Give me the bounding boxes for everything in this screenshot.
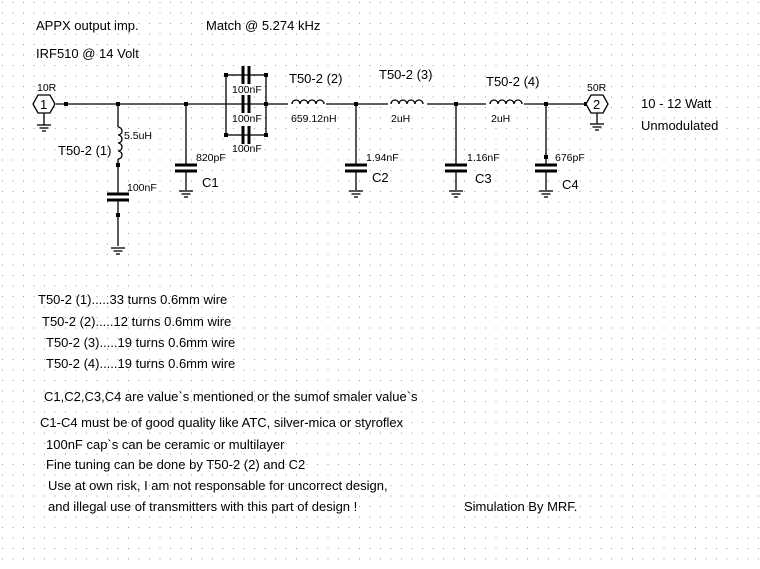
c1-name: C1 xyxy=(202,175,219,190)
note-line: Use at own risk, I am not responsable fo… xyxy=(48,478,388,493)
c3-value: 1.16nF xyxy=(467,152,500,164)
note-line: C1,C2,C3,C4 are value`s mentioned or the… xyxy=(44,389,418,404)
l1-value: 5.5uH xyxy=(124,130,152,142)
port1-impedance: 10R xyxy=(37,82,57,94)
l3-name: T50-2 (3) xyxy=(379,67,432,82)
note-line: 100nF cap`s can be ceramic or multilayer xyxy=(46,437,285,452)
output-power-label: 10 - 12 Watt xyxy=(641,96,712,111)
shunt-cap-value: 100nF xyxy=(127,182,157,194)
c2-name: C2 xyxy=(372,170,389,185)
parallel-cap-3-value: 100nF xyxy=(232,143,262,155)
svg-text:2: 2 xyxy=(593,97,600,112)
capacitor-c2[interactable]: 1.94nF C2 xyxy=(345,102,399,198)
inductor-l4[interactable]: T50-2 (4) 2uH xyxy=(486,74,539,125)
match-frequency-label: Match @ 5.274 kHz xyxy=(206,18,320,33)
port2-impedance: 50R xyxy=(587,82,607,94)
notes: T50-2 (1).....33 turns 0.6mm wire T50-2 … xyxy=(38,292,418,514)
c2-value: 1.94nF xyxy=(366,152,399,164)
c4-name: C4 xyxy=(562,177,579,192)
inductor-l1[interactable]: 5.5uH T50-2 (1) xyxy=(58,102,152,193)
note-line: T50-2 (1).....33 turns 0.6mm wire xyxy=(38,292,227,307)
inductor-l3[interactable]: T50-2 (3) 2uH xyxy=(379,67,432,125)
inductor-l2[interactable]: T50-2 (2) 659.12nH xyxy=(289,71,342,125)
impedance-label: APPX output imp. xyxy=(36,18,139,33)
l1-name: T50-2 (1) xyxy=(58,143,111,158)
l4-name: T50-2 (4) xyxy=(486,74,539,89)
capacitor-shunt-100nf[interactable]: 100nF xyxy=(107,182,157,255)
l4-value: 2uH xyxy=(491,113,510,125)
note-line: T50-2 (2).....12 turns 0.6mm wire xyxy=(42,314,231,329)
svg-text:1: 1 xyxy=(40,97,47,112)
note-line: and illegal use of transmitters with thi… xyxy=(48,499,357,514)
note-line: T50-2 (4).....19 turns 0.6mm wire xyxy=(46,356,235,371)
port-2[interactable]: 2 50R xyxy=(584,82,609,131)
l2-name: T50-2 (2) xyxy=(289,71,342,86)
parallel-cap-1-value: 100nF xyxy=(232,84,262,96)
credit-label: Simulation By MRF. xyxy=(464,499,577,514)
capacitor-c4[interactable]: 676pF C4 xyxy=(535,102,585,198)
note-line: T50-2 (3).....19 turns 0.6mm wire xyxy=(46,335,235,350)
c3-name: C3 xyxy=(475,171,492,186)
output-mode-label: Unmodulated xyxy=(641,118,718,133)
parallel-cap-2-value: 100nF xyxy=(232,113,262,125)
c4-value: 676pF xyxy=(555,152,585,164)
capacitor-c1[interactable]: 820pF C1 xyxy=(175,102,226,198)
capacitor-c3[interactable]: 1.16nF C3 xyxy=(445,102,500,198)
note-line: Fine tuning can be done by T50-2 (2) and… xyxy=(46,457,305,472)
port-1[interactable]: 1 10R xyxy=(32,82,57,132)
l2-value: 659.12nH xyxy=(291,113,337,125)
c1-value: 820pF xyxy=(196,152,226,164)
device-label: IRF510 @ 14 Volt xyxy=(36,46,139,61)
note-line: C1-C4 must be of good quality like ATC, … xyxy=(40,415,404,430)
parallel-capacitors[interactable]: 100nF 100nF 100nF xyxy=(224,66,268,155)
l3-value: 2uH xyxy=(391,113,410,125)
